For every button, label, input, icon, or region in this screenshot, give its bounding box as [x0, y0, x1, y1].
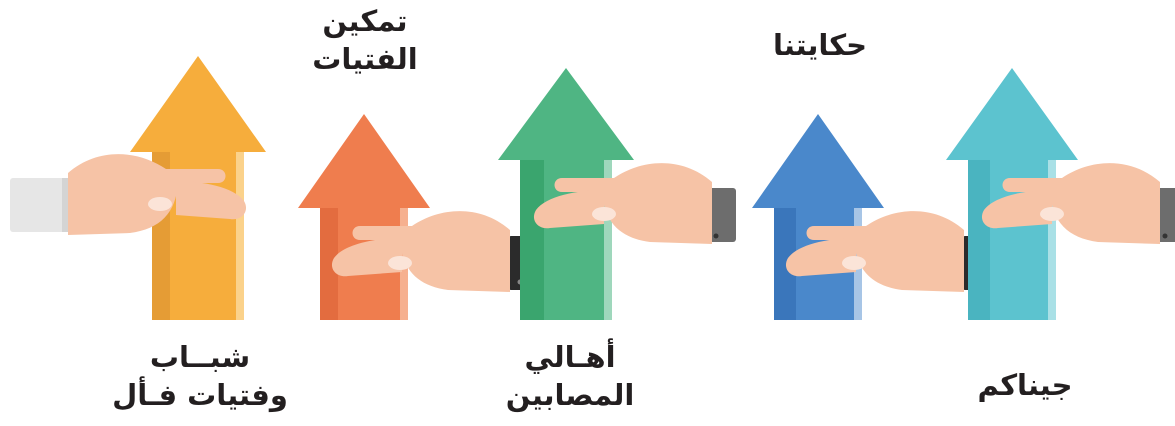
label-families: أهـالي المصابين [505, 340, 635, 412]
label-empower: تمكين الفتيات [312, 4, 418, 76]
label-youth: شبــاب وفتيات فـأل [112, 340, 288, 412]
hand-jinakum [981, 163, 1175, 245]
arrow-families [498, 68, 634, 320]
arrow-empower [298, 114, 430, 320]
label-jinakum: جيناكم [977, 368, 1073, 402]
hand-youth [10, 154, 247, 236]
arrow-stories [752, 114, 884, 320]
hand-families [533, 163, 736, 245]
label-stories: حكايتنا [772, 28, 868, 62]
arrow-jinakum [946, 68, 1078, 320]
